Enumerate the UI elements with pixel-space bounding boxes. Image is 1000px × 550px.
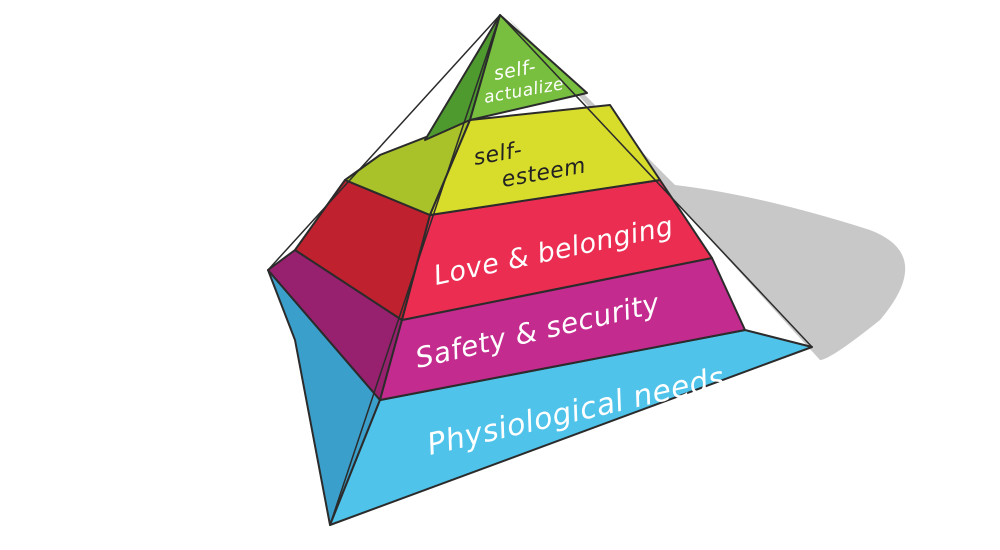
sketch-lines bbox=[267, 14, 813, 526]
tier-actualize: self- actualize bbox=[424, 14, 588, 141]
tier-esteem: self- esteem bbox=[344, 104, 661, 216]
tier-actualize-front bbox=[469, 14, 588, 121]
pyramid-shadow bbox=[505, 15, 906, 360]
tier-safety: Safety & security bbox=[267, 249, 746, 401]
